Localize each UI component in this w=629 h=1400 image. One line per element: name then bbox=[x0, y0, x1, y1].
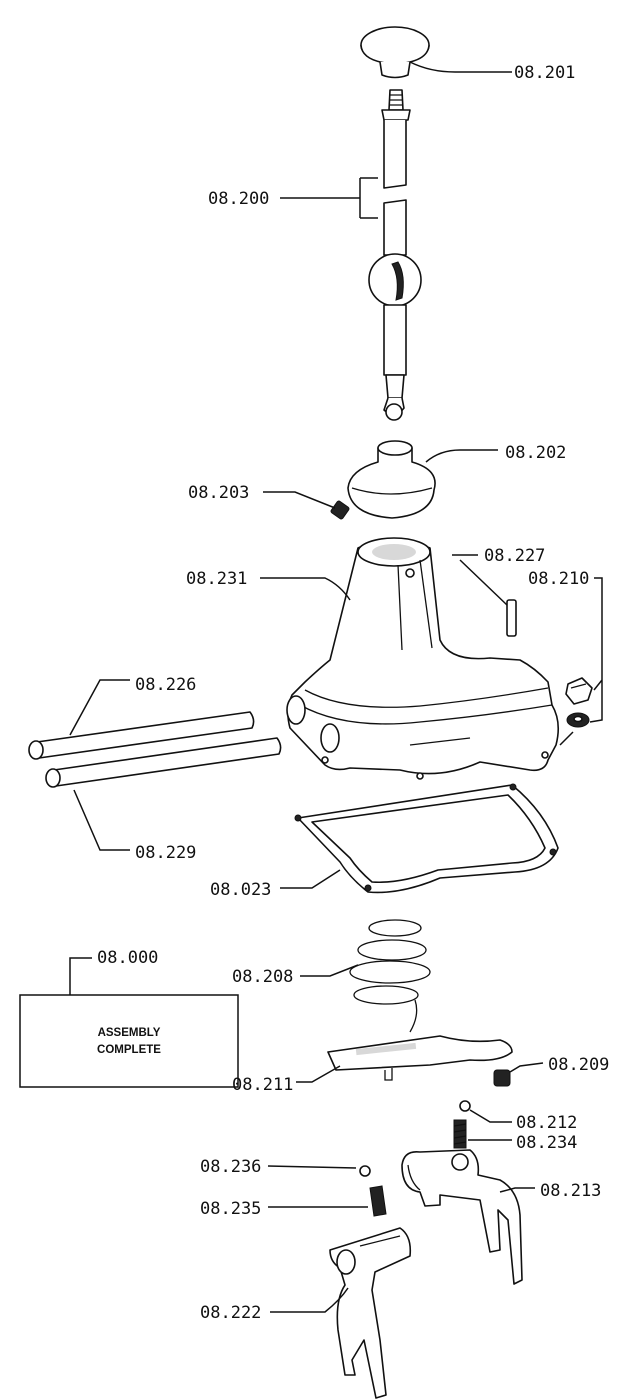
part-rods: 08.226 08.229 bbox=[28, 675, 282, 863]
part-coil-spring: 08.208 bbox=[232, 919, 431, 1033]
part-gasket: 08.023 bbox=[210, 783, 559, 900]
assembly-box-line1: ASSEMBLY bbox=[98, 1027, 161, 1039]
label-08-236: 08.236 bbox=[200, 1157, 261, 1177]
label-08-211: 08.211 bbox=[232, 1075, 293, 1095]
part-detent-ball-spring-a: 08.212 08.234 bbox=[453, 1100, 577, 1153]
part-pin: 08.227 bbox=[452, 546, 545, 637]
label-08-212: 08.212 bbox=[516, 1113, 577, 1133]
label-08-201: 08.201 bbox=[514, 63, 575, 83]
label-08-209: 08.209 bbox=[548, 1055, 609, 1075]
part-lever-boot: 08.202 bbox=[347, 440, 566, 519]
part-bolt-washer: 08.210 bbox=[528, 569, 603, 746]
label-08-231: 08.231 bbox=[186, 569, 247, 589]
part-shift-fork-lower: 08.222 bbox=[200, 1227, 412, 1399]
label-08-023: 08.023 bbox=[210, 880, 271, 900]
part-shift-lever: 08.200 bbox=[208, 89, 422, 421]
label-08-200: 08.200 bbox=[208, 189, 269, 209]
label-08-208: 08.208 bbox=[232, 967, 293, 987]
label-08-234: 08.234 bbox=[516, 1133, 577, 1153]
label-08-000: 08.000 bbox=[97, 948, 158, 968]
label-08-203: 08.203 bbox=[188, 483, 249, 503]
label-08-235: 08.235 bbox=[200, 1199, 261, 1219]
label-08-226: 08.226 bbox=[135, 675, 196, 695]
part-small-screw: 08.209 bbox=[493, 1055, 609, 1087]
label-08-210: 08.210 bbox=[528, 569, 589, 589]
label-08-202: 08.202 bbox=[505, 443, 566, 463]
label-08-229: 08.229 bbox=[135, 843, 196, 863]
part-shift-knob: 08.201 bbox=[360, 26, 575, 83]
label-08-213: 08.213 bbox=[540, 1181, 601, 1201]
label-08-227: 08.227 bbox=[484, 546, 545, 566]
part-shift-fork-upper: 08.213 bbox=[401, 1149, 601, 1285]
part-shift-plate: 08.211 bbox=[232, 1035, 513, 1095]
assembly-complete-box: 08.000 ASSEMBLY COMPLETE bbox=[19, 948, 239, 1088]
label-08-222: 08.222 bbox=[200, 1303, 261, 1323]
part-set-screw: 08.203 bbox=[188, 483, 350, 520]
assembly-box-line2: COMPLETE bbox=[97, 1044, 161, 1056]
part-detent-ball-spring-b: 08.236 08.235 bbox=[200, 1157, 387, 1219]
part-shift-housing: 08.231 bbox=[186, 537, 560, 780]
